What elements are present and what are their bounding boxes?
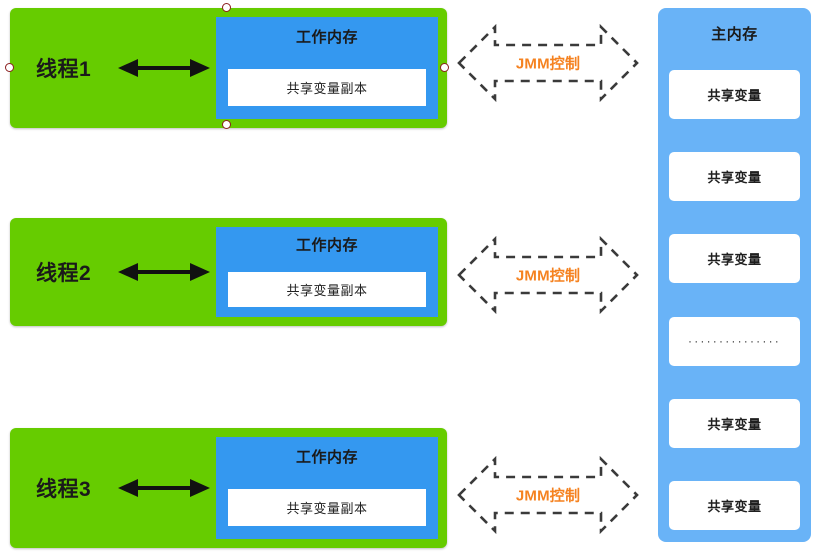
shared-variable-item[interactable]: 共享变量	[669, 234, 800, 284]
working-memory-box-1[interactable]: 工作内存 共享变量副本	[216, 17, 438, 119]
shared-variable-item[interactable]: 共享变量	[669, 152, 800, 202]
shared-variable-item[interactable]: 共享变量	[669, 398, 800, 448]
selection-handle-right[interactable]	[440, 63, 449, 72]
main-memory-title: 主内存	[711, 26, 758, 43]
double-arrow-horizontal-icon	[118, 57, 210, 79]
selection-handle-left[interactable]	[5, 63, 14, 72]
dashed-double-arrow-icon	[457, 23, 639, 103]
double-arrow-horizontal-icon	[118, 477, 210, 499]
thread-label-1: 线程1	[36, 58, 92, 81]
main-memory-panel[interactable]: 主内存 共享变量 共享变量 共享变量 ··············· 共享变量 …	[658, 8, 811, 542]
working-memory-box-2[interactable]: 工作内存 共享变量副本	[216, 227, 438, 317]
jmm-control-arrow-1[interactable]: JMM控制	[455, 16, 641, 110]
selection-handle-bottom[interactable]	[222, 120, 231, 129]
jmm-control-arrow-2[interactable]: JMM控制	[455, 228, 641, 322]
shared-variable-ellipsis-item: ···············	[669, 316, 800, 366]
shared-variable-copy-1: 共享变量副本	[228, 69, 426, 106]
shared-variable-item[interactable]: 共享变量	[669, 70, 800, 119]
thread-box-3[interactable]: 线程3 工作内存 共享变量副本	[10, 428, 447, 548]
main-memory-variable-list: 共享变量 共享变量 共享变量 ··············· 共享变量 共享变量	[669, 70, 800, 530]
working-memory-box-3[interactable]: 工作内存 共享变量副本	[216, 437, 438, 539]
dashed-double-arrow-icon	[457, 235, 639, 315]
working-memory-title-2: 工作内存	[295, 237, 358, 254]
thread-box-1[interactable]: 线程1 工作内存 共享变量副本	[10, 8, 447, 128]
shared-variable-copy-2: 共享变量副本	[228, 272, 426, 307]
selection-handle-top[interactable]	[222, 3, 231, 12]
thread-label-2: 线程2	[36, 262, 92, 285]
shared-variable-copy-3: 共享变量副本	[228, 489, 426, 526]
thread-label-3: 线程3	[36, 478, 92, 501]
thread-box-2[interactable]: 线程2 工作内存 共享变量副本	[10, 218, 447, 326]
dashed-double-arrow-icon	[457, 455, 639, 535]
working-memory-title-1: 工作内存	[295, 29, 358, 46]
shared-variable-item[interactable]: 共享变量	[669, 480, 800, 530]
working-memory-title-3: 工作内存	[295, 449, 358, 466]
double-arrow-horizontal-icon	[118, 261, 210, 283]
jmm-control-arrow-3[interactable]: JMM控制	[455, 448, 641, 542]
